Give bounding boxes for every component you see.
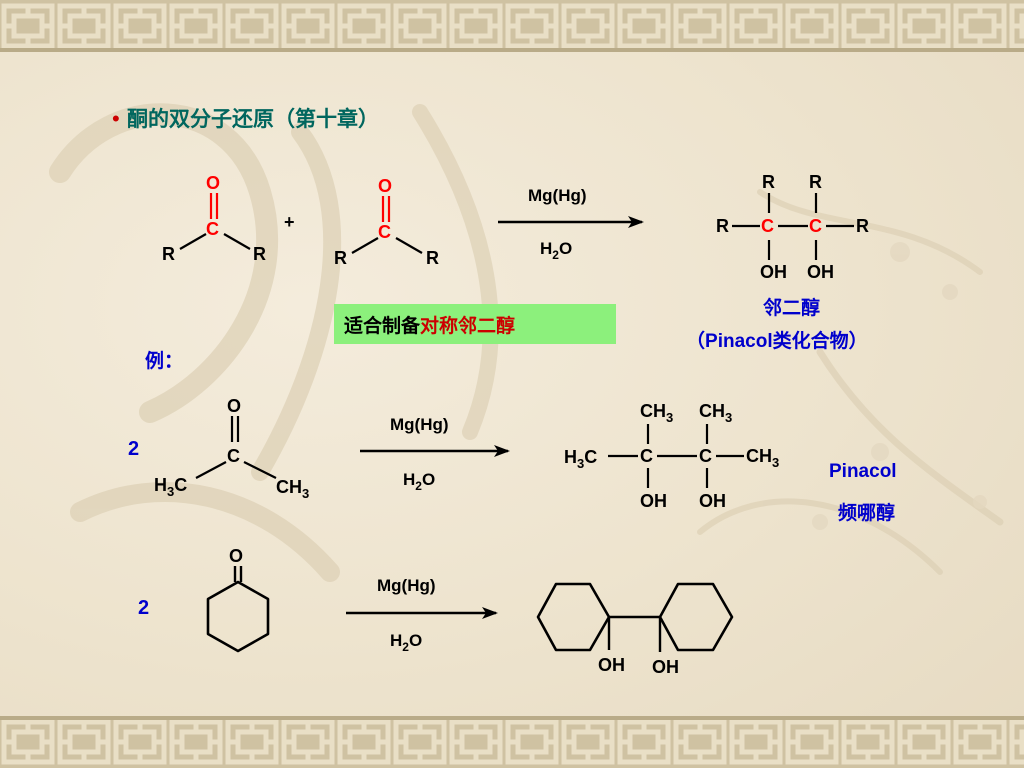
acetone: O C H3C CH3 (154, 396, 309, 501)
reaction-arrow-3: Mg(Hg) H2O (346, 576, 498, 654)
top-border-band (0, 0, 1024, 52)
methyl-group: H3C (154, 475, 187, 499)
atom-oxygen: O (229, 546, 243, 566)
methyl-group: CH3 (746, 446, 779, 470)
atom-hydroxyl: OH (699, 491, 726, 511)
heading-text: 酮的双分子还原（第十章） (127, 107, 379, 131)
atom-r: R (809, 172, 822, 192)
heading-bullet: • (112, 106, 120, 131)
methyl-group: H3C (564, 447, 597, 471)
atom-oxygen: O (227, 396, 241, 416)
atom-carbon: C (699, 446, 712, 466)
ketone-2: O C R R (334, 176, 439, 268)
water-label: H2O (390, 631, 422, 654)
methyl-group: CH3 (699, 401, 732, 425)
note-text: 适合制备对称邻二醇 (344, 314, 515, 337)
atom-r: R (162, 244, 175, 264)
methyl-group: CH3 (640, 401, 673, 425)
slide-heading: • 酮的双分子还原（第十章） (112, 106, 379, 131)
coefficient: 2 (128, 438, 139, 460)
atom-r: R (716, 216, 729, 236)
bottom-border-band (0, 716, 1024, 768)
atom-hydroxyl: OH (640, 491, 667, 511)
coefficient: 2 (138, 597, 149, 619)
water-label: H2O (403, 470, 435, 493)
diol-name-en: （Pinacol类化合物） (686, 329, 868, 352)
reagent-label: Mg(Hg) (390, 415, 449, 434)
atom-hydroxyl: OH (760, 262, 787, 282)
diol-caption: 邻二醇 （Pinacol类化合物） (686, 296, 868, 352)
pinacol-name-cn: 频哪醇 (838, 501, 895, 524)
reagent-label: Mg(Hg) (528, 186, 587, 205)
pinacol-caption: Pinacol 频哪醇 (829, 461, 897, 524)
atom-oxygen: O (206, 173, 220, 193)
atom-hydroxyl: OH (652, 657, 679, 677)
atom-carbon: C (227, 446, 240, 466)
bicyclohexyl-diol: OH OH (536, 582, 734, 677)
scope-note: 适合制备对称邻二醇 (334, 304, 616, 344)
ketone-1: O C R R (162, 173, 266, 264)
atom-r: R (762, 172, 775, 192)
atom-carbon: C (378, 222, 391, 242)
atom-carbon: C (809, 216, 822, 236)
reaction-arrow-2: Mg(Hg) H2O (360, 415, 510, 493)
plus-sign: + (284, 212, 295, 232)
methyl-group: CH3 (276, 477, 309, 501)
atom-oxygen: O (378, 176, 392, 196)
atom-hydroxyl: OH (598, 655, 625, 675)
atom-r: R (334, 248, 347, 268)
pinacol-structure: CH3 CH3 H3C C C CH3 OH OH (564, 401, 779, 511)
pinacol-name-en: Pinacol (829, 461, 897, 482)
reaction-arrow-1: Mg(Hg) H2O (498, 186, 644, 262)
atom-hydroxyl: OH (807, 262, 834, 282)
atom-r: R (856, 216, 869, 236)
atom-carbon: C (640, 446, 653, 466)
atom-r: R (253, 244, 266, 264)
water-label: H2O (540, 239, 572, 262)
example-label: 例： (145, 349, 183, 372)
reagent-label: Mg(Hg) (377, 576, 436, 595)
atom-carbon: C (761, 216, 774, 236)
cyclohexanone: O (206, 546, 270, 653)
general-diol: R R R C C R OH OH (716, 172, 869, 282)
atom-carbon: C (206, 219, 219, 239)
atom-r: R (426, 248, 439, 268)
diol-name-cn: 邻二醇 (763, 296, 820, 319)
